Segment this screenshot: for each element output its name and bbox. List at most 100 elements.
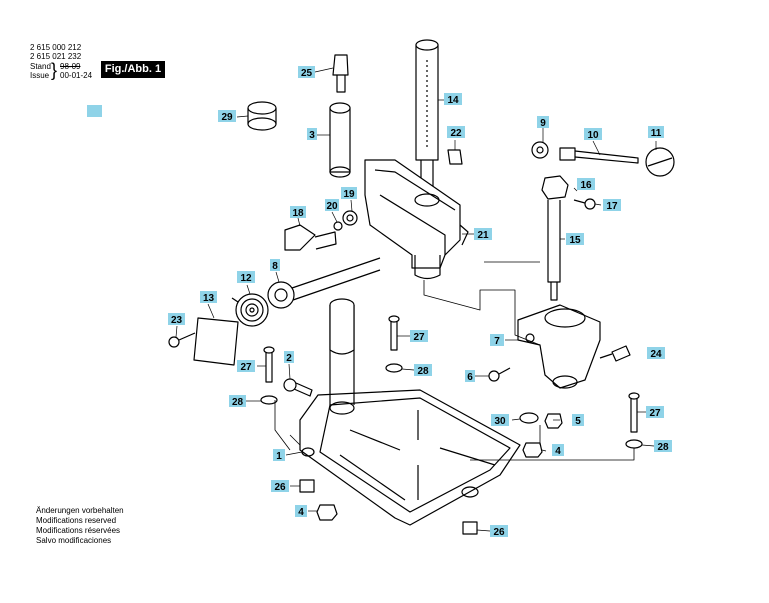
part-label-text: 30: [494, 416, 506, 427]
footer-notes: Änderungen vorbehalten Modifications res…: [36, 506, 124, 546]
part-label-26: 26: [490, 525, 508, 538]
part-label-text: 14: [447, 95, 459, 106]
part-label-12: 12: [237, 271, 255, 284]
nut-4-left: [316, 504, 338, 521]
footer-line-fr: Modifications réservées: [36, 526, 121, 535]
cover-plate: [193, 317, 239, 366]
part-label-22: 22: [447, 126, 465, 139]
screw-23: [168, 332, 196, 348]
part-label-text: 4: [555, 446, 561, 457]
part-label-text: 26: [274, 482, 286, 493]
screw-17: [573, 198, 596, 210]
part-label-box: [566, 233, 584, 245]
part-label-box: [552, 444, 564, 456]
part-label-text: 17: [606, 201, 618, 212]
old-date: 98-09: [60, 62, 81, 71]
part-label-box: [465, 370, 475, 382]
part-label-box: [490, 334, 504, 346]
support-arm: [517, 304, 601, 389]
part-label-16: 16: [577, 178, 595, 191]
screw-2: [283, 378, 313, 397]
part-label-box: [237, 271, 255, 283]
part-label-2: 2: [284, 351, 294, 364]
part-label-text: 21: [477, 230, 489, 241]
part-label-27: 27: [410, 330, 428, 343]
part-label-box: [271, 480, 289, 492]
part-label-text: 7: [494, 336, 500, 347]
part-label-27: 27: [646, 406, 664, 419]
part-label-19: 19: [341, 187, 357, 200]
nut-5: [544, 413, 563, 429]
part-label-text: 29: [221, 112, 233, 123]
part-label-box: [537, 116, 549, 128]
part-label-14: 14: [444, 93, 462, 106]
knob-11: [645, 147, 675, 177]
long-screw-mid: [388, 315, 400, 351]
part-label-text: 26: [493, 527, 505, 538]
part-label-text: 11: [651, 128, 662, 139]
part-label-box: [284, 351, 294, 363]
part-label-box: [572, 414, 584, 426]
issue-label: Issue: [30, 71, 50, 80]
part-number-1: 2 615 000 212: [30, 43, 82, 52]
part-label-text: 6: [467, 372, 473, 383]
legend-swatch: [87, 105, 102, 117]
part-label-box: [290, 206, 306, 218]
part-label-box: [648, 126, 664, 138]
part-label-29: 29: [218, 110, 236, 123]
part-label-text: 27: [240, 362, 252, 373]
part-label-4: 4: [295, 505, 307, 518]
part-label-text: 28: [657, 442, 669, 453]
part-label-box: [577, 178, 595, 190]
part-label-box: [647, 347, 665, 359]
part-label-box: [218, 110, 236, 122]
part-label-28: 28: [414, 364, 432, 377]
part-label-24: 24: [647, 347, 665, 360]
threaded-rod: [541, 175, 569, 301]
part-label-text: 12: [240, 273, 252, 284]
stand-label: Stand: [30, 62, 51, 71]
part-label-text: 20: [326, 201, 338, 212]
leader-lines: [175, 67, 657, 532]
part-label-box: [646, 406, 664, 418]
part-label-17: 17: [603, 199, 621, 212]
part-label-text: 28: [232, 397, 244, 408]
part-label-4: 4: [552, 444, 564, 457]
part-label-box: [414, 364, 432, 376]
part-label-text: 4: [298, 507, 304, 518]
bolt-10: [559, 147, 639, 164]
long-screw-left: [263, 346, 275, 383]
part-label-box: [654, 440, 672, 452]
screw-24: [599, 345, 631, 362]
part-label-text: 19: [343, 189, 355, 200]
part-label-text: 23: [171, 315, 183, 326]
part-label-text: 27: [649, 408, 661, 419]
part-label-box: [584, 128, 602, 140]
part-label-10: 10: [584, 128, 602, 141]
washer-left: [260, 395, 278, 405]
part-label-5: 5: [572, 414, 584, 427]
part-label-18: 18: [290, 206, 306, 219]
part-label-9: 9: [537, 116, 549, 129]
part-label-30: 30: [491, 414, 509, 427]
part-label-box: [237, 360, 255, 372]
footer-line-en: Modifications reserved: [36, 516, 117, 525]
figure-label: Fig./Abb. 1: [101, 61, 165, 78]
part-label-box: [270, 259, 280, 271]
new-date: 00-01-24: [60, 71, 93, 80]
column-tube: [415, 39, 439, 196]
part-label-box: [295, 505, 307, 517]
part-label-7: 7: [490, 334, 504, 347]
part-label-box: [474, 228, 492, 240]
part-label-box: [325, 199, 339, 211]
part-label-13: 13: [200, 291, 217, 304]
part-label-21: 21: [474, 228, 492, 241]
part-label-box: [273, 449, 285, 461]
part-label-8: 8: [270, 259, 280, 272]
part-label-text: 15: [569, 235, 581, 246]
pinion-gear: [267, 257, 381, 309]
clamp-bolt: [447, 149, 463, 165]
part-label-1: 1: [273, 449, 285, 462]
part-label-text: 22: [450, 128, 462, 139]
